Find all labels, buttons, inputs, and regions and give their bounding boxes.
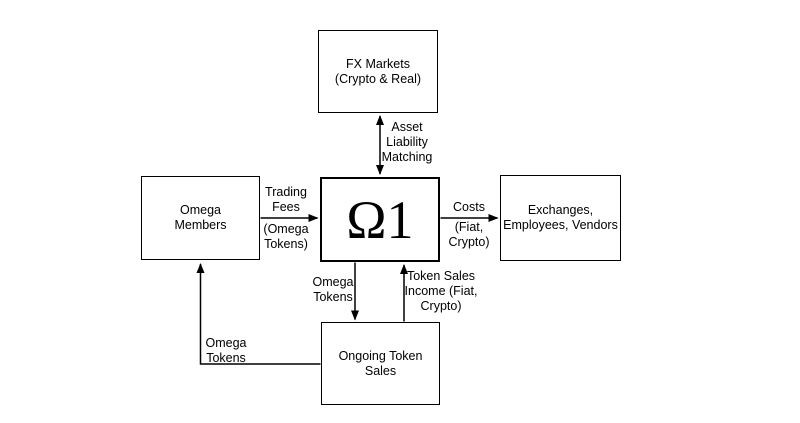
edge-label-omega-tokens-to-members: Omega Tokens: [205, 336, 247, 365]
node-fx-markets-label: FX Markets (Crypto & Real): [334, 56, 422, 86]
edge-label-fiat-crypto-paren: (Fiat, Crypto): [448, 220, 490, 249]
node-ongoing-token-sales-label: Ongoing Token Sales: [338, 348, 423, 378]
edge-label-trading-fees: Trading Fees: [265, 185, 307, 214]
edge-label-omega-tokens-down: Omega Tokens: [312, 275, 354, 304]
edge-omega-tokens-to-members: [196, 263, 321, 365]
edge-label-asset-liability-matching: Asset Liability Matching: [381, 120, 433, 164]
node-omega-one-label: Ω1: [346, 189, 414, 250]
edge-label-omega-tokens-paren: (Omega Tokens): [263, 222, 309, 251]
edge-label-token-sales-income: Token Sales Income (Fiat, Crypto): [404, 269, 478, 313]
node-ongoing-token-sales: Ongoing Token Sales: [321, 322, 440, 405]
node-omega-members-label: Omega Members: [174, 203, 227, 232]
node-fx-markets: FX Markets (Crypto & Real): [318, 30, 438, 113]
edge-label-costs: Costs: [453, 200, 485, 214]
node-omega-members: Omega Members: [141, 176, 260, 260]
node-exchanges-employees-vendors: Exchanges, Employees, Vendors: [500, 175, 621, 261]
node-exchanges-employees-vendors-label: Exchanges, Employees, Vendors: [503, 203, 618, 232]
node-omega-one: Ω1: [320, 177, 440, 262]
